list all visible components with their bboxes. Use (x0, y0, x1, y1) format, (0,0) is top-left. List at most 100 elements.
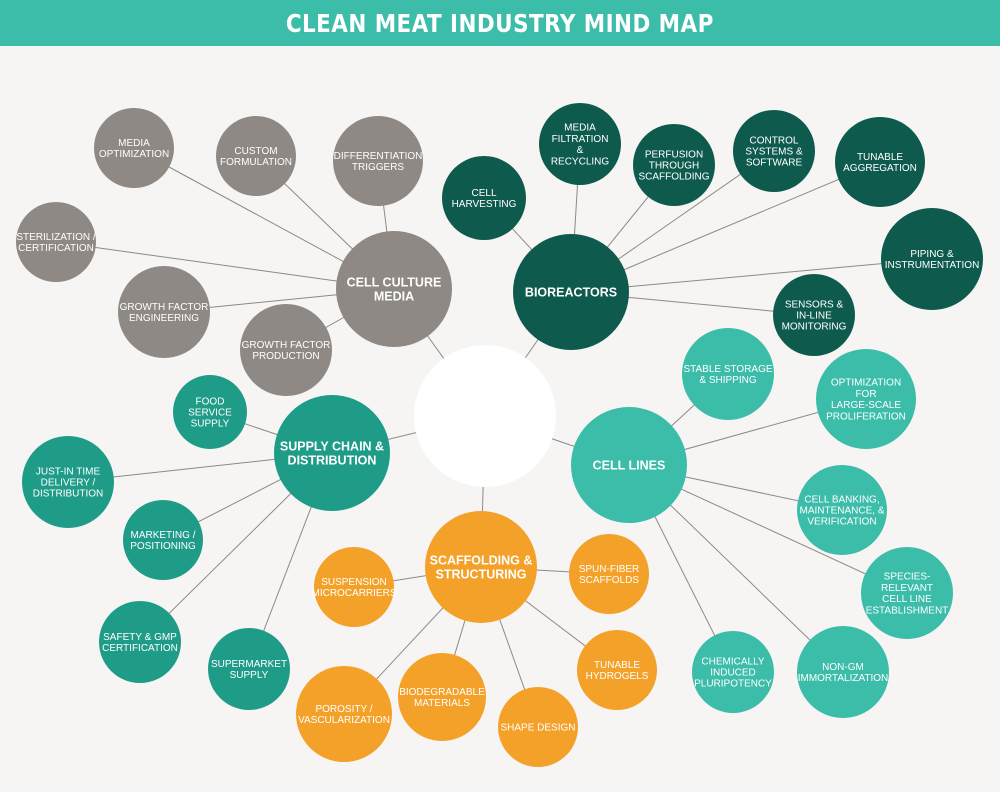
branch-node-bioreactors: BIOREACTORS (513, 234, 629, 350)
leaf-node-suspension-microcarriers-circle (314, 547, 394, 627)
leaf-node-cell-banking-maintenance-and-verification: CELL BANKING,MAINTENANCE, &VERIFICATION (797, 465, 887, 555)
leaf-node-perfusion-through-scaffolding-circle (633, 124, 715, 206)
branch-node-scaffolding-circle (425, 511, 537, 623)
leaf-node-marketing-positioning: MARKETING /POSITIONING (123, 500, 203, 580)
leaf-node-control-systems-and-software-circle (733, 110, 815, 192)
leaf-node-non-gm-immortalization-circle (797, 626, 889, 718)
branch-node-cell-culture-media-circle (336, 231, 452, 347)
leaf-node-porosity-vascularization-label: POROSITY /VASCULARIZATION (298, 704, 390, 726)
page-title: CLEAN MEAT INDUSTRY MIND MAP (286, 8, 714, 38)
leaf-node-optimization-for-large-scale-proliferation-circle (816, 349, 916, 449)
branch-node-cell-lines-label: CELL LINES (593, 458, 666, 472)
leaf-node-sensors-and-in-line-monitoring-circle (773, 274, 855, 356)
leaf-node-cell-banking-maintenance-and-verification-circle (797, 465, 887, 555)
leaf-node-species-relevant-cell-line-establishment-circle (861, 547, 953, 639)
leaf-node-shape-design-circle (498, 687, 578, 767)
leaf-node-tunable-aggregation-circle (835, 117, 925, 207)
leaf-node-marketing-positioning-label: MARKETING /POSITIONING (130, 530, 196, 552)
connector-piping-and-instrumentation (570, 258, 933, 293)
leaf-node-cell-banking-maintenance-and-verification-label: CELL BANKING,MAINTENANCE, &VERIFICATION (799, 494, 884, 527)
leaf-node-growth-factor-engineering-circle (118, 266, 210, 358)
leaf-node-stable-storage-and-shipping-label: STABLE STORAGE& SHIPPING (683, 364, 772, 386)
branch-node-bioreactors-circle (513, 234, 629, 350)
leaf-node-porosity-vascularization-circle (296, 666, 392, 762)
leaf-node-cell-harvesting-circle (442, 156, 526, 240)
branch-node-supply-chain-label: SUPPLY CHAIN &DISTRIBUTION (280, 439, 384, 467)
leaf-node-piping-and-instrumentation-label: PIPING &INSTRUMENTATION (885, 249, 980, 271)
leaf-node-biodegradable-materials-circle (398, 653, 486, 741)
branch-node-scaffolding-label: SCAFFOLDING &STRUCTURING (430, 553, 533, 581)
leaf-node-sterilization-certification-circle (16, 202, 96, 282)
branch-node-cell-lines: CELL LINES (571, 407, 687, 523)
leaf-node-supermarket-supply-circle (208, 628, 290, 710)
leaf-node-spun-fiber-scaffolds-circle (569, 534, 649, 614)
branch-node-cell-lines-circle (571, 407, 687, 523)
leaf-node-porosity-vascularization: POROSITY /VASCULARIZATION (296, 666, 392, 762)
leaf-node-tunable-hydrogels-circle (577, 630, 657, 710)
leaf-node-shape-design-label: SHAPE DESIGN (500, 723, 575, 734)
branch-node-supply-chain: SUPPLY CHAIN &DISTRIBUTION (274, 395, 390, 511)
leaf-node-piping-and-instrumentation: PIPING &INSTRUMENTATION (881, 208, 983, 310)
leaf-node-chemically-induced-pluripotency-circle (692, 631, 774, 713)
branch-node-supply-chain-circle (274, 395, 390, 511)
leaf-node-stable-storage-and-shipping: STABLE STORAGE& SHIPPING (682, 328, 774, 420)
leaf-node-custom-formulation-circle (216, 116, 296, 196)
header-bar: CLEAN MEAT INDUSTRY MIND MAP (0, 0, 1000, 46)
leaf-node-piping-and-instrumentation-circle (881, 208, 983, 310)
leaf-node-shape-design: SHAPE DESIGN (498, 687, 578, 767)
leaf-node-stable-storage-and-shipping-circle (682, 328, 774, 420)
leaf-node-food-service-supply-circle (173, 375, 247, 449)
leaf-node-sterilization-certification-label: STERILIZATION /CERTIFICATION (16, 232, 95, 254)
leaf-node-differentiation-triggers-circle (333, 116, 423, 206)
leaf-node-just-in-time-delivery-distribution-circle (22, 436, 114, 528)
branch-node-scaffolding: SCAFFOLDING &STRUCTURING (425, 511, 537, 623)
branch-node-bioreactors-label: BIOREACTORS (525, 285, 617, 299)
leaf-node-growth-factor-production-circle (240, 304, 332, 396)
